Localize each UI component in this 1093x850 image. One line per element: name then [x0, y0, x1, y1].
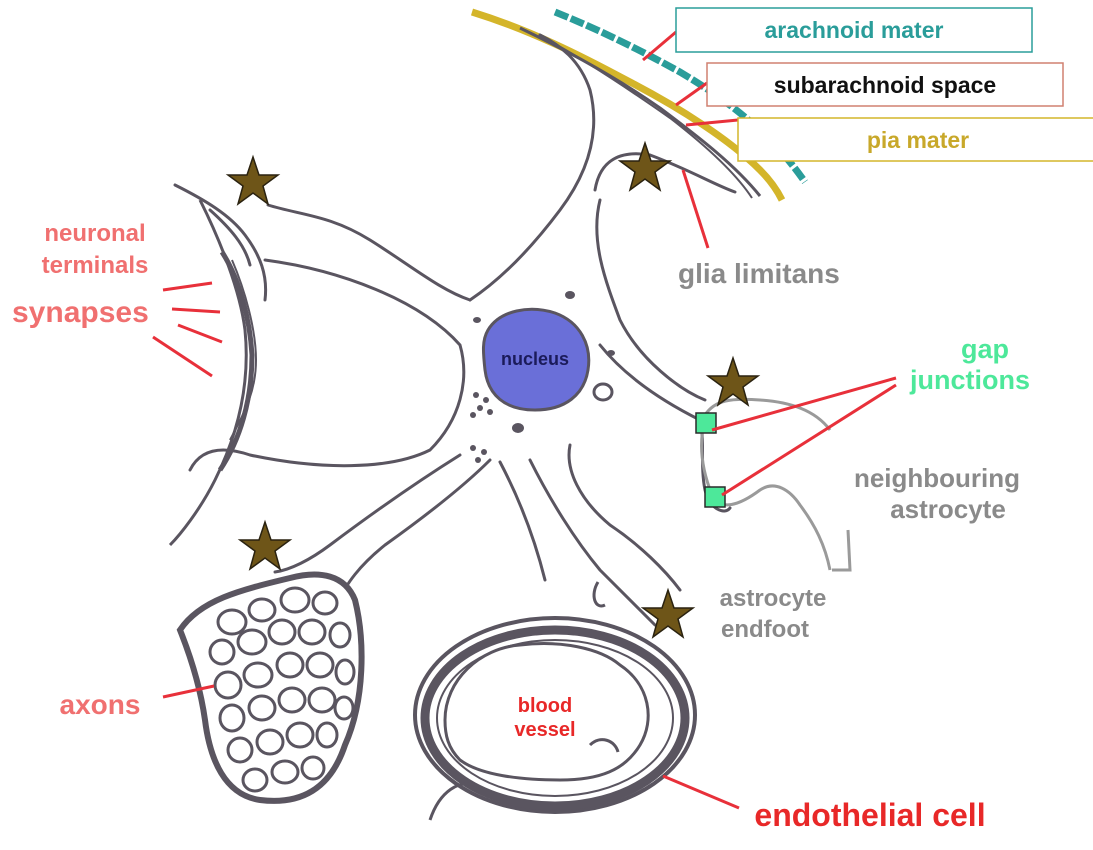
process-down-right	[530, 460, 655, 625]
process-down-right-inner	[569, 445, 680, 590]
star-icon	[228, 157, 278, 204]
process-top	[470, 35, 594, 300]
pia-label: pia mater	[867, 127, 969, 153]
axons-label: axons	[60, 689, 141, 720]
gap-junction-lower	[705, 487, 725, 507]
neighbouring-astrocyte-label-2: astrocyte	[890, 494, 1006, 524]
astrocyte-outline	[175, 35, 735, 625]
gap-junctions-label-2: junctions	[909, 365, 1030, 395]
synapses-label: synapses	[12, 296, 149, 329]
neighbouring-astrocyte-label-1: neighbouring	[854, 463, 1020, 493]
star-icon	[708, 358, 758, 405]
nucleus: nucleus	[483, 309, 588, 410]
process-down-middle	[500, 462, 545, 580]
neuronal-terminals-label-2: terminals	[42, 252, 149, 279]
neuronal-terminals	[170, 200, 256, 545]
neuronal-terminals-label-1: neuronal	[44, 220, 145, 247]
endothelial-cell-label: endothelial cell	[754, 797, 985, 833]
nucleus-label: nucleus	[501, 349, 569, 369]
process-right	[597, 200, 705, 400]
blood-vessel-label-1: blood	[518, 695, 572, 717]
star-icon	[240, 522, 290, 569]
astrocyte-endfoot-label-1: astrocyte	[720, 585, 827, 612]
star-icon	[620, 143, 670, 190]
glia-limitans-label: glia limitans	[678, 258, 840, 289]
process-down-left-inner	[340, 460, 490, 600]
arachnoid-label: arachnoid mater	[765, 17, 944, 43]
process-top-right	[595, 154, 735, 192]
star-icon	[643, 590, 693, 637]
process-down-left	[275, 455, 460, 572]
gap-junctions-label-1: gap	[961, 334, 1009, 364]
astrocyte-endfoot-label-2: endfoot	[721, 616, 809, 643]
neighbouring-astrocyte	[701, 399, 850, 570]
blood-vessel-label-2: vessel	[514, 719, 575, 741]
meninges-label-boxes: arachnoid mater subarachnoid space pia m…	[676, 8, 1093, 161]
subarachnoid-label: subarachnoid space	[774, 72, 996, 98]
